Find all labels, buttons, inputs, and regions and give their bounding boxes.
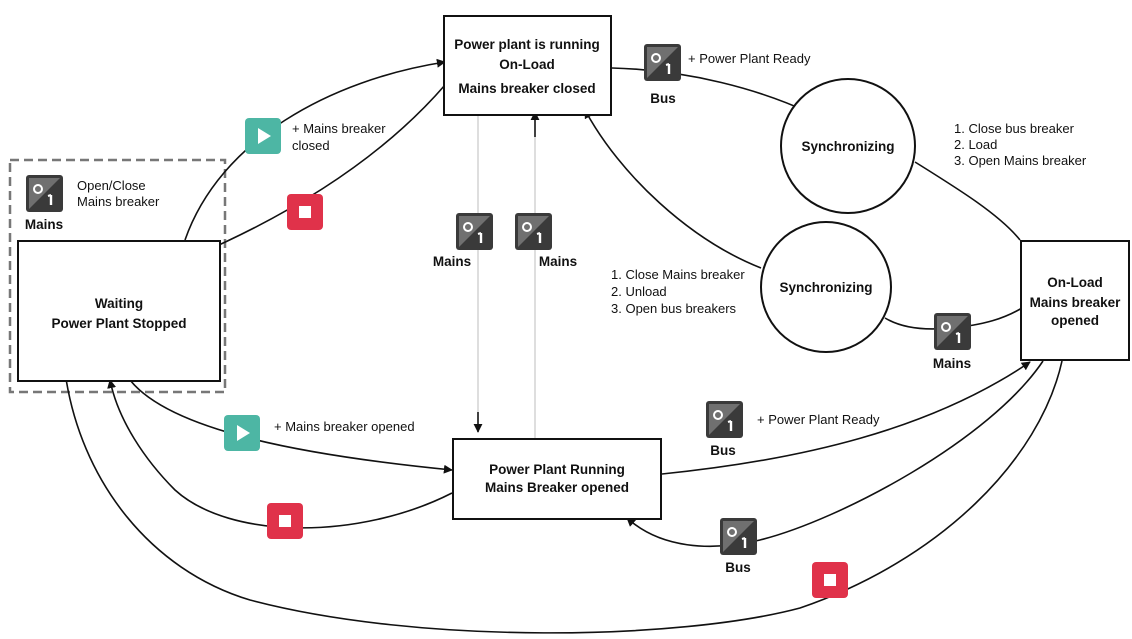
line-sync-to-onload <box>914 161 1021 241</box>
sync-top-step-2: 2. Load <box>954 137 997 152</box>
bus-bottom-text: + Power Plant Ready <box>757 412 880 427</box>
state-running-closed <box>443 15 612 116</box>
bus-top-label: Bus <box>650 91 676 106</box>
mains-left-label: Mains <box>433 254 471 269</box>
arrow-running-opened-to-waiting <box>107 379 453 529</box>
bus-lower-label: Bus <box>725 560 751 575</box>
breaker-icon-mains-left <box>454 211 495 252</box>
state-running-closed-line3: Mains breaker closed <box>458 81 595 96</box>
state-onload-line3: opened <box>1051 313 1099 328</box>
state-onload-line1: On-Load <box>1047 275 1103 290</box>
mains-onload-label: Mains <box>933 356 971 371</box>
state-sync-top-label: Synchronizing <box>801 139 894 154</box>
state-running-opened-line1: Power Plant Running <box>489 462 625 477</box>
arrow-waiting-to-running-closed <box>184 58 446 241</box>
breaker-icon-bus-top <box>642 42 683 83</box>
breaker-icon-mains-onload <box>932 311 973 352</box>
breaker-icon-mains-right <box>513 211 554 252</box>
legend-mains-label: Mains <box>25 217 63 232</box>
state-running-opened-line2: Mains Breaker opened <box>485 480 629 495</box>
start-button-top[interactable] <box>245 118 281 154</box>
state-waiting-line1: Waiting <box>95 296 143 311</box>
state-onload-line2: Mains breaker <box>1030 295 1122 310</box>
state-running-closed-line1: Power plant is running <box>454 37 600 52</box>
state-waiting <box>17 240 221 382</box>
arrow-sync-mid-to-running-closed <box>584 109 762 269</box>
breaker-icon-bus-lower <box>718 516 759 557</box>
bus-top-text: + Power Plant Ready <box>688 51 811 66</box>
start-top-text-line1: + Mains breaker <box>292 121 386 136</box>
sync-top-step-3: 3. Open Mains breaker <box>954 153 1087 168</box>
start-button-bottom[interactable] <box>224 415 260 451</box>
stop-button-bottom-right[interactable] <box>812 562 848 598</box>
start-top-text-line2: closed <box>292 138 330 153</box>
start-bottom-text: + Mains breaker opened <box>274 419 415 434</box>
breaker-icon-bus-bottom <box>704 399 745 440</box>
waiting-group-frame <box>8 158 227 394</box>
stop-button-bottom[interactable] <box>267 503 303 539</box>
legend-text-line2: Mains breaker <box>77 194 160 209</box>
state-sync-mid <box>760 221 892 353</box>
legend-text-line1: Open/Close <box>77 178 146 193</box>
state-waiting-line2: Power Plant Stopped <box>51 316 186 331</box>
state-sync-top <box>780 78 916 214</box>
stop-button-top[interactable] <box>287 194 323 230</box>
state-sync-mid-label: Synchronizing <box>779 280 872 295</box>
state-onload-opened <box>1020 240 1130 361</box>
sync-mid-step-2: 2. Unload <box>611 284 667 299</box>
arrow-onload-to-running-opened <box>626 360 1044 548</box>
arrow-running-opened-to-onload <box>661 361 1031 475</box>
bus-bottom-label: Bus <box>710 443 736 458</box>
sync-mid-step-1: 1. Close Mains breaker <box>611 267 745 282</box>
sync-top-step-1: 1. Close bus breaker <box>954 121 1075 136</box>
arrow-running-closed-to-waiting <box>191 84 446 258</box>
mains-right-label: Mains <box>539 254 577 269</box>
state-running-opened <box>452 438 662 520</box>
breaker-icon-legend <box>24 173 65 214</box>
state-running-closed-line2: On-Load <box>499 57 555 72</box>
arrow-running-closed-to-sync <box>611 67 809 113</box>
arrow-onload-to-waiting <box>61 360 1063 634</box>
sync-mid-step-3: 3. Open bus breakers <box>611 301 737 316</box>
